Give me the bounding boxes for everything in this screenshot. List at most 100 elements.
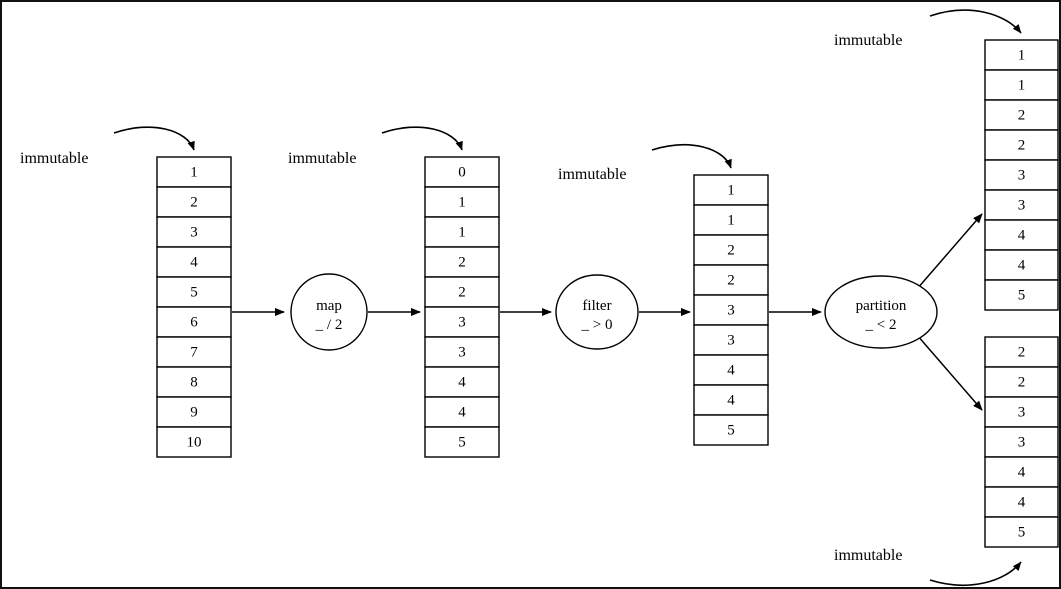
ann-part-bottom: immutable — [834, 547, 902, 564]
collection-cell-value: 10 — [187, 434, 202, 450]
collection-cell-value: 5 — [190, 284, 198, 300]
collection-cell — [984, 336, 1059, 368]
collection-cell-value: 4 — [1018, 494, 1026, 510]
collection-cell-value: 3 — [727, 332, 735, 348]
collection-cell-value: 1 — [727, 182, 735, 198]
collection-cell — [693, 354, 769, 386]
collection-cell — [693, 324, 769, 356]
ann-source: immutable — [20, 150, 88, 167]
collection-cell-value: 4 — [458, 404, 466, 420]
curve-part-top — [929, 9, 1022, 34]
edge-partition-to-bottom — [916, 334, 983, 411]
collection-cell — [424, 216, 500, 248]
collection-cell — [424, 246, 500, 278]
collection-cell-value: 3 — [458, 314, 466, 330]
curve-mapped — [381, 126, 463, 151]
collection-cell — [984, 129, 1059, 161]
collection-cell — [693, 264, 769, 296]
collection-columns: 1234567891001122334451122334451122334452… — [156, 39, 1059, 548]
operation-ellipse — [555, 274, 639, 350]
partition-operation: partition _ < 2 — [824, 275, 938, 349]
collection-cell-value: 7 — [190, 344, 198, 360]
collection-cell-value: 4 — [1018, 464, 1026, 480]
source-collection: 1 2 3 4 5 6 7 8 9 10 — [156, 156, 232, 458]
annotation-arrows — [113, 9, 1022, 586]
filter-operation: filter _ > 0 — [555, 274, 639, 350]
collection-cell — [984, 99, 1059, 131]
collection-cell-value: 5 — [1018, 287, 1026, 303]
collection-cell-value: 5 — [727, 422, 735, 438]
collection-cell-value: 6 — [190, 314, 198, 330]
collection-cell-value: 3 — [1018, 434, 1026, 450]
collection-cell-value: 1 — [458, 224, 466, 240]
collection-cell-value: 0 — [458, 164, 466, 180]
collection-cell — [156, 306, 232, 338]
collection-cell-value: 4 — [1018, 227, 1026, 243]
collection-cell-value: 9 — [190, 404, 198, 420]
collection-cell — [156, 216, 232, 248]
collection-cell — [984, 486, 1059, 518]
operation-ellipse — [824, 275, 938, 349]
curve-part-bottom — [929, 561, 1022, 586]
collection-cell — [693, 414, 769, 446]
collection-cell-value: 3 — [190, 224, 198, 240]
collection-cell-value: 2 — [727, 272, 735, 288]
collection-cell-value: 3 — [1018, 167, 1026, 183]
operation-expression: _ < 2 — [865, 317, 897, 333]
collection-cell — [424, 186, 500, 218]
collection-cell — [693, 204, 769, 236]
operation-name: filter — [582, 298, 611, 314]
collection-cell-value: 3 — [727, 302, 735, 318]
collection-cell-value: 3 — [1018, 197, 1026, 213]
collection-cell-value: 3 — [458, 344, 466, 360]
collection-cell — [984, 396, 1059, 428]
collection-cell-value: 2 — [727, 242, 735, 258]
collection-cell-value: 2 — [458, 284, 466, 300]
collection-cell-value: 2 — [1018, 137, 1026, 153]
collection-cell-value: 2 — [458, 254, 466, 270]
collection-cell-value: 3 — [1018, 404, 1026, 420]
ann-part-top: immutable — [834, 32, 902, 49]
filtered-collection: 1 1 2 2 3 3 4 4 5 — [693, 174, 769, 446]
map-operation: map_ / 2 — [290, 273, 368, 351]
collection-cell — [984, 516, 1059, 548]
collection-cell — [984, 189, 1059, 221]
collection-cell-value: 1 — [1018, 47, 1026, 63]
collection-cell — [424, 426, 500, 458]
collection-cell-value: 2 — [1018, 344, 1026, 360]
curve-filtered — [651, 144, 732, 169]
collection-cell-value: 4 — [190, 254, 198, 270]
collection-cell-value: 1 — [190, 164, 198, 180]
operation-name: partition — [856, 298, 907, 314]
collection-cell-value: 2 — [1018, 107, 1026, 123]
collection-cell — [156, 186, 232, 218]
collection-cell — [984, 159, 1059, 191]
collection-cell — [156, 156, 232, 188]
collection-cell-value: 4 — [727, 392, 735, 408]
collection-cell — [984, 426, 1059, 458]
collection-cell-value: 4 — [727, 362, 735, 378]
edge-partition-to-top — [916, 213, 983, 290]
collection-cell — [984, 219, 1059, 251]
operation-expression: _ > 0 — [581, 317, 613, 333]
collection-cell-value: 2 — [190, 194, 198, 210]
collection-cell-value: 4 — [1018, 257, 1026, 273]
operation-nodes: map_ / 2 filter _ > 0 partition _ < 2 — [290, 273, 938, 351]
collection-cell — [424, 366, 500, 398]
collection-cell-value: 8 — [190, 374, 198, 390]
collection-cell — [984, 279, 1059, 311]
collection-cell-value: 1 — [727, 212, 735, 228]
operation-ellipse — [290, 273, 368, 351]
collection-cell-value: 2 — [1018, 374, 1026, 390]
curve-source — [113, 126, 195, 151]
collection-cell — [984, 39, 1059, 71]
collection-cell — [156, 336, 232, 368]
ann-mapped: immutable — [288, 150, 356, 167]
collection-cell — [156, 426, 232, 458]
